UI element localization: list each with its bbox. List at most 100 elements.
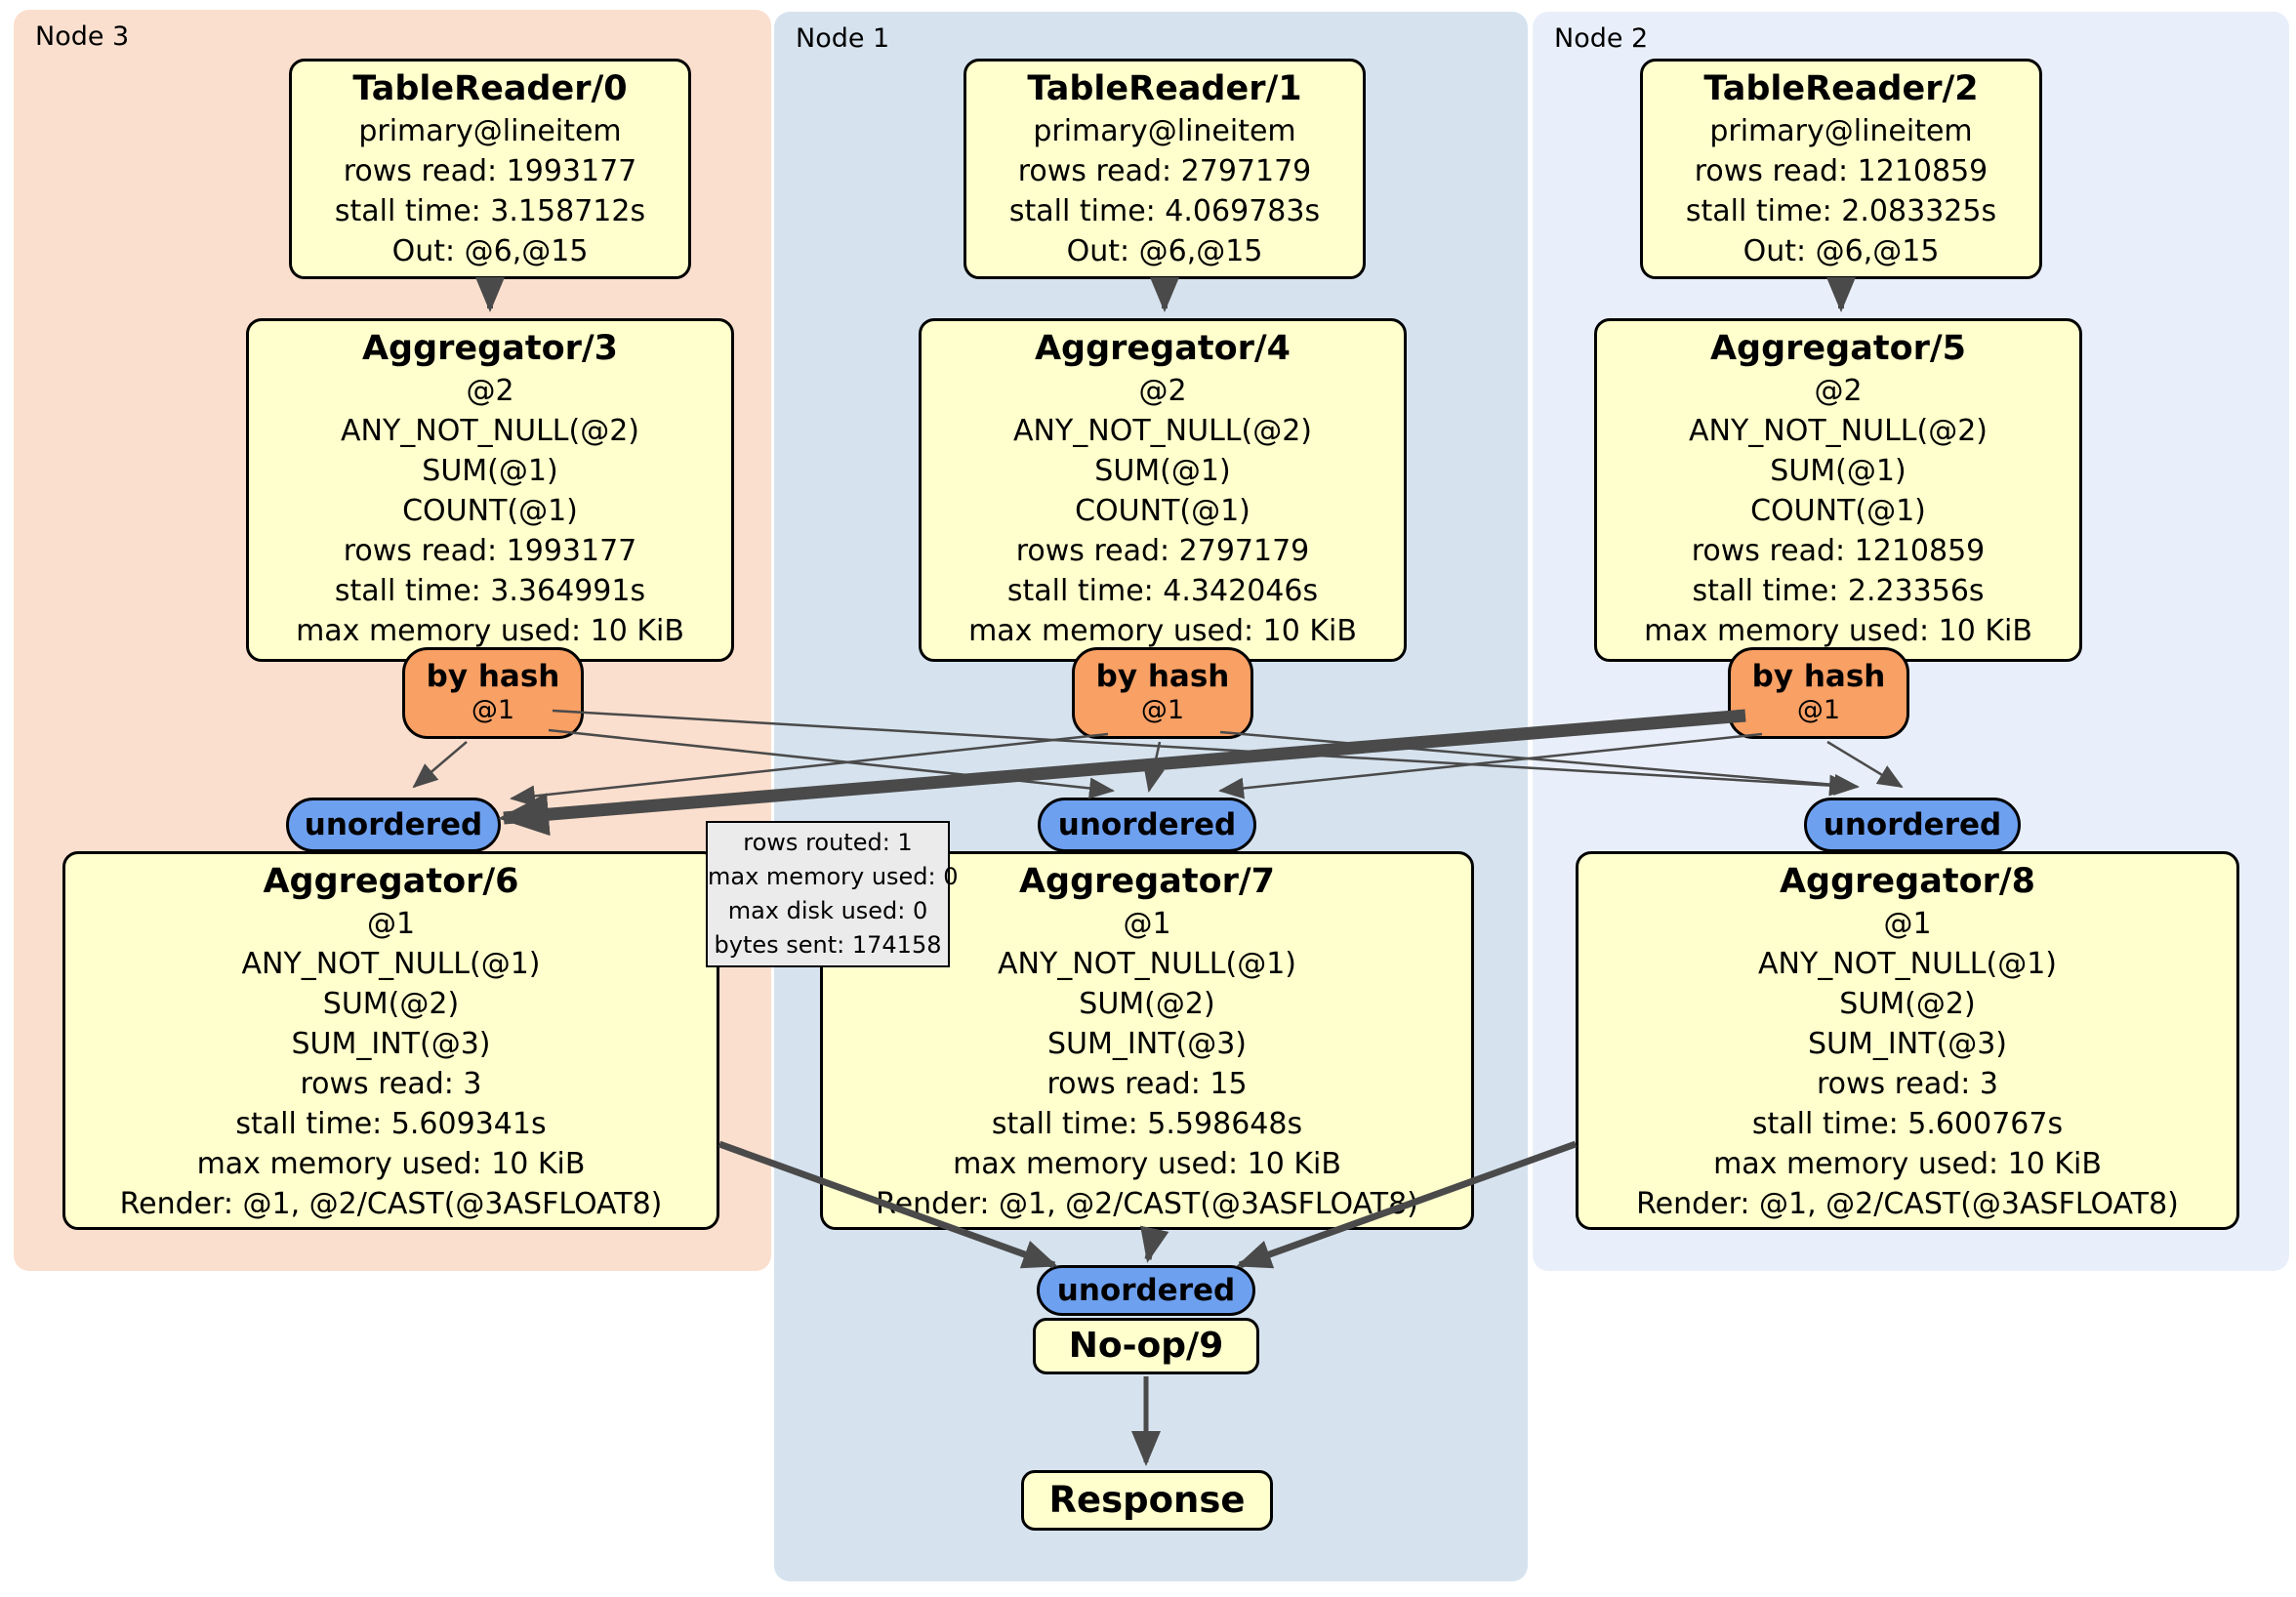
detail-line: @2 <box>1814 374 1863 408</box>
detail-line: stall time: 2.083325s <box>1685 194 1997 228</box>
detail-line: Render: @1, @2/CAST(@3ASFLOAT8) <box>876 1187 1418 1221</box>
router-columns: @1 <box>1796 695 1841 725</box>
detail-line: COUNT(@1) <box>1075 494 1250 528</box>
detail-line: @1 <box>366 907 416 941</box>
processor-title: TableReader/0 <box>352 69 628 108</box>
detail-line: stall time: 3.158712s <box>334 194 646 228</box>
detail-line: rows read: 1210859 <box>1694 154 1988 188</box>
detail-line: Out: @6,@15 <box>391 234 589 268</box>
detail-line: SUM(@1) <box>422 454 558 488</box>
node2-label: Node 2 <box>1554 23 1649 54</box>
router-label: by hash <box>1751 659 1886 694</box>
detail-line: COUNT(@1) <box>402 494 578 528</box>
detail-line: primary@lineitem <box>1033 114 1296 148</box>
processor-title: TableReader/1 <box>1027 69 1302 108</box>
detail-line: primary@lineitem <box>1709 114 1973 148</box>
stream-unordered-node1[interactable]: unordered <box>1038 798 1256 852</box>
detail-line: SUM(@1) <box>1770 454 1906 488</box>
edge-router3-unordered2[interactable] <box>552 709 1855 797</box>
detail-line: rows read: 1993177 <box>343 154 637 188</box>
detail-line: stall time: 3.364991s <box>334 574 646 608</box>
detail-line: max memory used: 0 <box>708 863 959 890</box>
edge-router1-unordered2[interactable] <box>1219 730 1860 796</box>
detail-line: Render: @1, @2/CAST(@3ASFLOAT8) <box>119 1187 663 1221</box>
stream-unordered-node2[interactable]: unordered <box>1804 798 2021 852</box>
processor-details: primary@lineitem rows read: 2797179 stall … <box>966 111 1363 271</box>
detail-line: stall time: 2.23356s <box>1692 574 1985 608</box>
detail-line: rows read: 3 <box>1816 1067 1999 1101</box>
processor-title: Aggregator/4 <box>1034 329 1292 368</box>
detail-line: ANY_NOT_NULL(@1) <box>241 947 541 981</box>
router-label: by hash <box>426 659 560 694</box>
node3-label: Node 3 <box>35 21 130 52</box>
detail-line: SUM_INT(@3) <box>1808 1027 2007 1061</box>
router-by-hash-node1[interactable]: by hash @1 <box>1072 647 1253 739</box>
detail-line: Out: @6,@15 <box>1742 234 1940 268</box>
detail-line: primary@lineitem <box>358 114 622 148</box>
detail-line: ANY_NOT_NULL(@2) <box>341 414 639 448</box>
processor-tablereader-0[interactable]: TableReader/0 primary@lineitem rows read:… <box>289 59 691 279</box>
stream-unordered-final[interactable]: unordered <box>1037 1265 1255 1316</box>
detail-line: rows read: 2797179 <box>1017 154 1312 188</box>
processor-tablereader-1[interactable]: TableReader/1 primary@lineitem rows read:… <box>964 59 1366 279</box>
router-columns: @1 <box>471 695 515 725</box>
detail-line: stall time: 5.598648s <box>991 1107 1303 1141</box>
detail-line: max memory used: 10 KiB <box>953 1147 1341 1181</box>
processor-title: Aggregator/5 <box>1709 329 1967 368</box>
edge-aggregator7-unordered-final[interactable] <box>1140 1225 1169 1263</box>
detail-line: stall time: 4.069783s <box>1008 194 1321 228</box>
router-by-hash-node2[interactable]: by hash @1 <box>1728 647 1909 739</box>
detail-line: SUM(@2) <box>1839 987 1976 1021</box>
detail-line: ANY_NOT_NULL(@2) <box>1689 414 1988 448</box>
router-label: by hash <box>1095 659 1230 694</box>
stream-unordered-node3[interactable]: unordered <box>286 798 501 852</box>
edge-aggregator8-unordered-final[interactable] <box>1236 1140 1578 1269</box>
detail-line: ANY_NOT_NULL(@1) <box>1758 947 2057 981</box>
edge-router3-unordered3[interactable] <box>412 741 468 789</box>
router-by-hash-node3[interactable]: by hash @1 <box>402 647 584 739</box>
edge-router1-unordered3[interactable] <box>510 732 1109 807</box>
detail-line: max memory used: 10 KiB <box>968 614 1357 648</box>
processor-response[interactable]: Response <box>1021 1470 1273 1531</box>
processor-title: Aggregator/7 <box>1018 862 1276 901</box>
edge-aggregator6-unordered-final[interactable] <box>718 1140 1058 1269</box>
detail-line: rows read: 1210859 <box>1691 534 1986 568</box>
processor-title: Aggregator/3 <box>361 329 619 368</box>
detail-line: rows routed: 1 <box>743 829 913 856</box>
detail-line: ANY_NOT_NULL(@2) <box>1013 414 1312 448</box>
edge-router2-unordered2[interactable] <box>1826 740 1904 789</box>
detail-line: max memory used: 10 KiB <box>1644 614 2032 648</box>
edge-router2-unordered3-thick[interactable] <box>498 709 1746 837</box>
detail-line: rows read: 3 <box>300 1067 482 1101</box>
detail-line: SUM_INT(@3) <box>1047 1027 1247 1061</box>
processor-noop-9[interactable]: No-op/9 <box>1033 1318 1259 1374</box>
detail-line: stall time: 5.600767s <box>1751 1107 2064 1141</box>
detail-line: Out: @6,@15 <box>1066 234 1263 268</box>
processor-details: primary@lineitem rows read: 1993177 stall … <box>292 111 688 271</box>
detail-line: @2 <box>1138 374 1187 408</box>
detail-line: @2 <box>466 374 514 408</box>
detail-line: bytes sent: 174158 <box>714 931 942 959</box>
detail-line: COUNT(@1) <box>1750 494 1926 528</box>
edge-stats-tooltip: rows routed: 1 max memory used: 0 max disk… <box>706 821 959 967</box>
detail-line: max disk used: 0 <box>727 897 928 924</box>
edge-router2-unordered1[interactable] <box>1218 732 1763 799</box>
processor-title: Aggregator/8 <box>1779 862 2036 901</box>
detail-line: SUM(@2) <box>322 987 460 1021</box>
edge-stats-lines: rows routed: 1 max memory used: 0 max disk… <box>708 826 959 962</box>
detail-line: max memory used: 10 KiB <box>1713 1147 2102 1181</box>
detail-line: Render: @1, @2/CAST(@3ASFLOAT8) <box>1636 1187 2179 1221</box>
